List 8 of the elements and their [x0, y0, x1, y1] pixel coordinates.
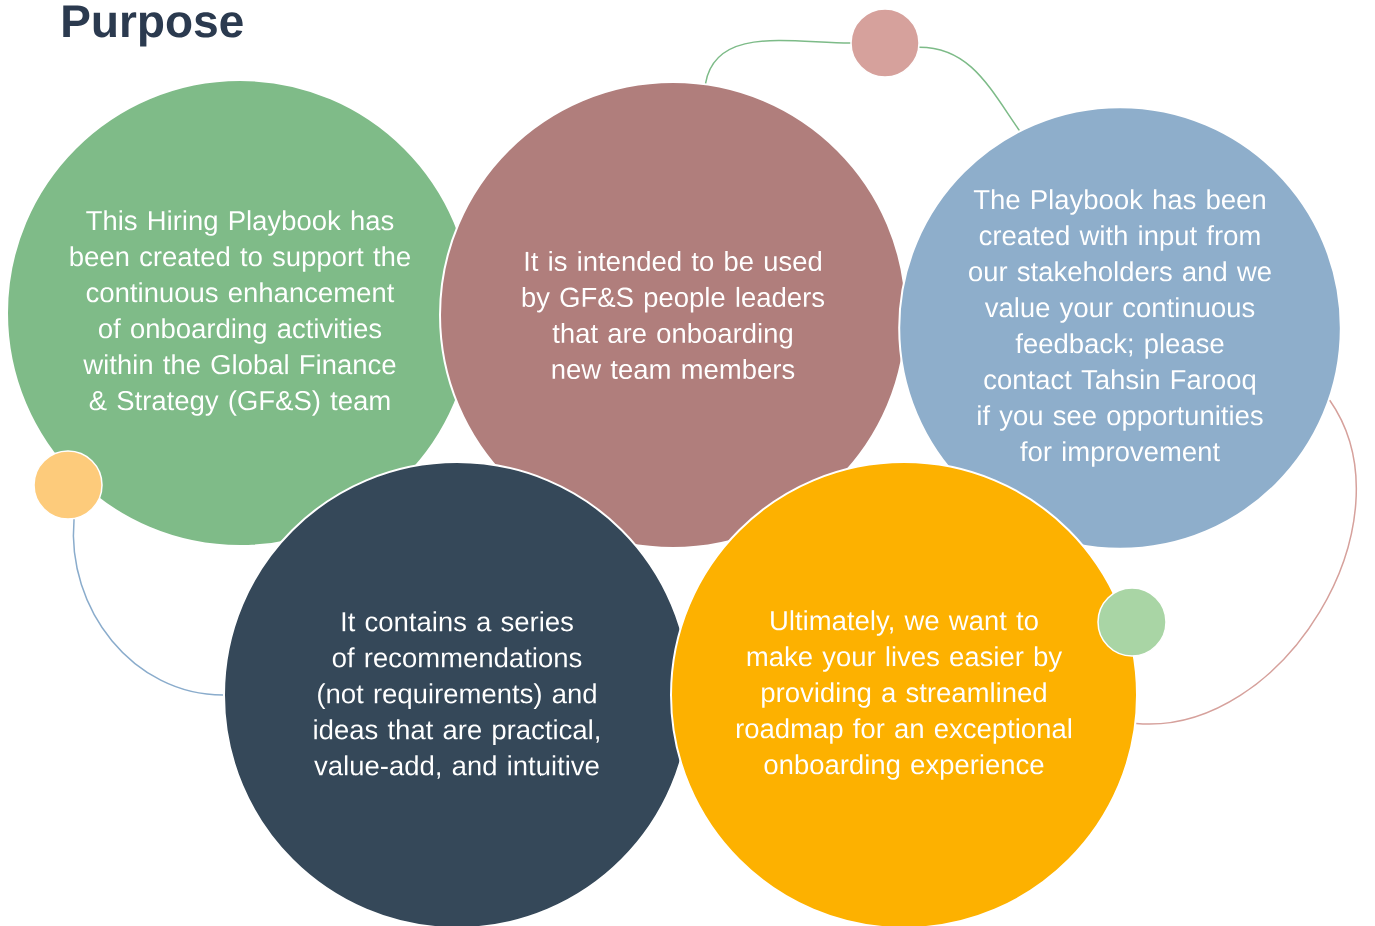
title: Purpose [63, 5, 243, 47]
dot [33, 450, 103, 520]
dot [850, 8, 920, 78]
arc-connector [704, 39, 851, 84]
arc-connector [1135, 399, 1357, 725]
dot [1097, 587, 1167, 657]
arc-connector [72, 518, 224, 696]
arc-connector [918, 46, 1021, 132]
